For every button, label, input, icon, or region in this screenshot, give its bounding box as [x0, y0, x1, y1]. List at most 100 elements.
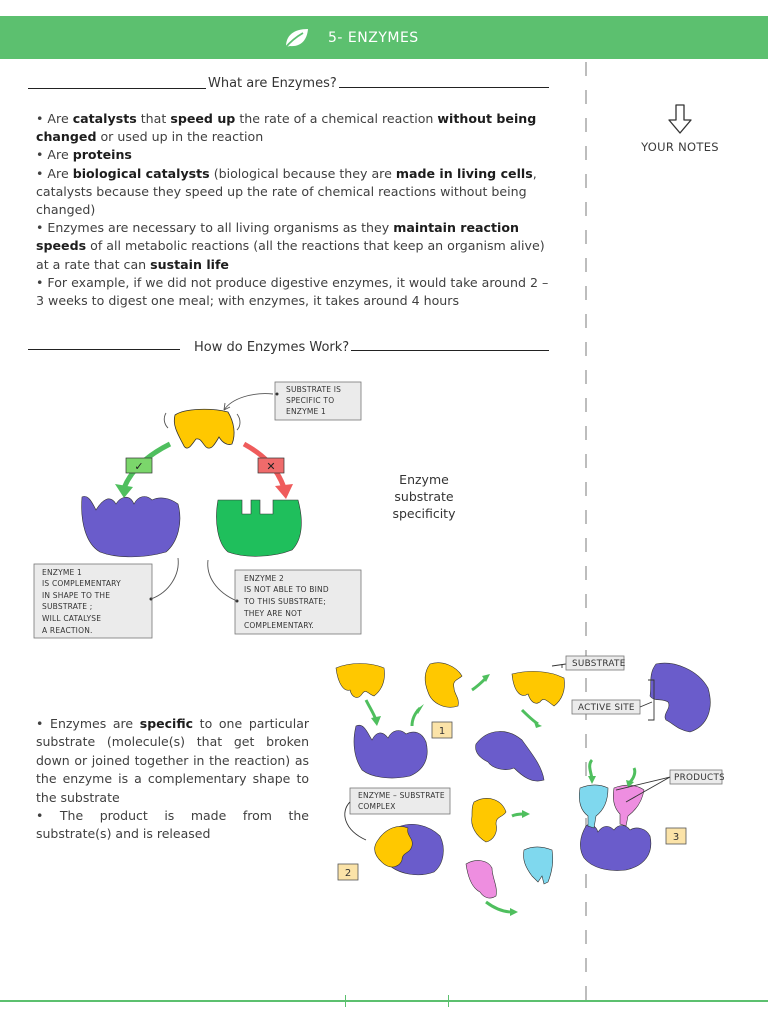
- note-pointer: [223, 393, 274, 411]
- svg-text:ACTIVE SITE: ACTIVE SITE: [578, 703, 635, 713]
- arrow-down-icon: [668, 104, 692, 134]
- product-shape: [523, 846, 554, 885]
- svg-text:ENZYME 2: ENZYME 2: [244, 574, 284, 583]
- product-shape: [578, 784, 609, 829]
- enzyme-shape: [475, 731, 545, 782]
- cross-mark: ✕: [266, 460, 275, 473]
- svg-text:A REACTION.: A REACTION.: [42, 626, 93, 635]
- bullet-item: • Enzymes are necessary to all living or…: [36, 219, 552, 274]
- bullet-item: • The product is made from the substrate…: [36, 807, 309, 844]
- heading-rule-left: [28, 349, 180, 350]
- substrate-shape: [335, 663, 385, 698]
- svg-text:COMPLEMENTARY.: COMPLEMENTARY.: [244, 621, 314, 630]
- products-label: PRODUCTS: [615, 769, 724, 803]
- enzyme-cycle-diagram: SUBSTRATE ACTIVE SITE PRODUCTS ENZYME – …: [335, 655, 724, 916]
- svg-text:2: 2: [345, 868, 351, 879]
- step-marker-1: 1: [431, 721, 453, 739]
- svg-text:IS NOT ABLE TO BIND: IS NOT ABLE TO BIND: [244, 585, 329, 594]
- bullet-text: (biological because they are: [209, 165, 396, 181]
- specificity-text: • Enzymes are specific to one particular…: [36, 715, 309, 844]
- bold-term: sustain life: [150, 256, 229, 272]
- heading-rule-right: [351, 350, 549, 351]
- complex-label: ENZYME – SUBSTRATE COMPLEX: [344, 787, 451, 841]
- bold-term: proteins: [72, 147, 132, 163]
- svg-text:ENZYME – SUBSTRATE: ENZYME – SUBSTRATE: [358, 791, 445, 800]
- bullet-text: • Are: [36, 147, 73, 163]
- bullet-item: • Enzymes are specific to one particular…: [36, 715, 309, 807]
- caption-line: Enzyme: [399, 472, 449, 487]
- active-site-label: ACTIVE SITE: [571, 679, 655, 721]
- enzyme-substrate-complex: [374, 824, 444, 876]
- page-title: 5- ENZYMES: [328, 29, 419, 46]
- bullet-text: that: [136, 111, 171, 126]
- bullet-item: • Are proteins: [36, 146, 552, 164]
- enzyme-2-shape: [216, 499, 302, 557]
- incompatible-arrow: ✕: [242, 441, 293, 499]
- enzyme-facts-list: • Are catalysts that speed up the rate o…: [36, 110, 552, 310]
- svg-text:SUBSTRATE ;: SUBSTRATE ;: [42, 602, 93, 611]
- notes-label: YOUR NOTES: [641, 140, 719, 154]
- svg-text:3: 3: [673, 832, 679, 843]
- substrate-note: SUBSTRATE IS SPECIFIC TO ENZYME 1: [274, 381, 362, 421]
- svg-text:ENZYME 1: ENZYME 1: [42, 568, 82, 577]
- bullet-text: • For example, if we did not produce dig…: [36, 274, 549, 309]
- substrate-label: SUBSTRATE: [551, 655, 626, 671]
- svg-text:SUBSTRATE IS: SUBSTRATE IS: [286, 385, 341, 394]
- bold-term: biological catalysts: [72, 165, 210, 181]
- svg-text:IN SHAPE TO THE: IN SHAPE TO THE: [42, 591, 110, 600]
- svg-text:WILL CATALYSE: WILL CATALYSE: [42, 614, 101, 623]
- notes-divider: [585, 62, 587, 1007]
- bullet-item: • Are catalysts that speed up the rate o…: [36, 110, 552, 146]
- substrate-shape: [511, 671, 565, 707]
- svg-text:IS COMPLEMENTARY: IS COMPLEMENTARY: [42, 579, 121, 588]
- enzyme-2-note: ENZYME 2 IS NOT ABLE TO BIND TO THIS SUB…: [234, 569, 362, 635]
- substrate-shape: [424, 662, 463, 708]
- svg-text:ENZYME 1: ENZYME 1: [286, 407, 326, 416]
- enzyme-1-note: ENZYME 1 IS COMPLEMENTARY IN SHAPE TO TH…: [33, 563, 153, 639]
- bold-term: catalysts: [72, 111, 137, 126]
- heading-rule-left: [28, 88, 206, 89]
- bullet-text: or used up in the reaction: [96, 129, 264, 145]
- bold-term: speed up: [170, 111, 236, 126]
- header-banner: 5- ENZYMES: [0, 16, 768, 59]
- bullet-text: • Are: [36, 111, 73, 126]
- section-heading-how: How do Enzymes Work?: [28, 340, 549, 356]
- leaf-icon: [284, 28, 308, 49]
- heading-rule-right: [338, 87, 549, 88]
- step-marker-3: 3: [665, 827, 687, 845]
- footer-tick: [345, 995, 346, 1007]
- heading-text: How do Enzymes Work?: [194, 340, 350, 355]
- bullet-text: • Are: [36, 165, 73, 181]
- bold-term: without being changed: [36, 111, 537, 145]
- bullet-text: the rate of a chemical reaction: [235, 111, 438, 126]
- footer-rule: [0, 1000, 768, 1002]
- check-mark: ✓: [134, 460, 143, 473]
- specificity-caption: Enzyme substrate specificity: [380, 471, 468, 522]
- step-marker-2: 2: [337, 863, 359, 881]
- substrate-shape: [471, 798, 507, 843]
- notes-column: YOUR NOTES: [628, 104, 732, 154]
- section-heading-what: What are Enzymes?: [28, 76, 549, 92]
- enzyme-shape: [580, 824, 652, 871]
- bold-term: specific: [139, 716, 194, 731]
- product-shape: [612, 784, 645, 827]
- product-shape: [465, 860, 497, 899]
- svg-text:SPECIFIC TO: SPECIFIC TO: [286, 396, 334, 405]
- enzyme-shape: [353, 724, 428, 779]
- bullet-text: • The product is made from the substrate…: [36, 808, 309, 842]
- svg-text:TO THIS SUBSTRATE;: TO THIS SUBSTRATE;: [243, 597, 326, 606]
- svg-text:THEY ARE NOT: THEY ARE NOT: [243, 609, 302, 618]
- footer-tick: [448, 995, 449, 1007]
- bullet-text: , catalysts because they speed up the ra…: [36, 165, 537, 218]
- svg-text:SUBSTRATE: SUBSTRATE: [572, 659, 626, 669]
- caption-line: specificity: [392, 506, 456, 521]
- bullet-text: • Enzymes are necessary to all living or…: [36, 220, 394, 236]
- caption-line: substrate: [394, 489, 454, 504]
- bold-term: made in living cells: [395, 165, 533, 181]
- bullet-item: • Are biological catalysts (biological b…: [36, 165, 552, 220]
- substrate-shape: [173, 408, 235, 449]
- svg-text:1: 1: [439, 726, 445, 737]
- svg-text:COMPLEX: COMPLEX: [358, 802, 396, 811]
- enzyme-shape: [649, 662, 711, 733]
- specificity-diagram: SUBSTRATE IS SPECIFIC TO ENZYME 1 ✓ ✕ EN…: [33, 381, 362, 639]
